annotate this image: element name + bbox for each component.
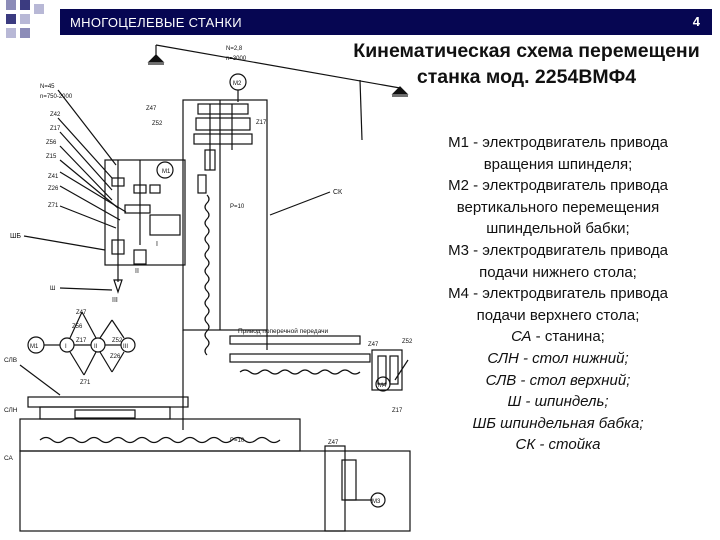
logo-squares-icon (6, 0, 44, 38)
legend-m4-line-2: подачи верхнего стола; (476, 306, 640, 324)
label-g-r3: III (123, 344, 128, 350)
label-z17-left: Z17 (50, 126, 61, 132)
label-p10-mid: P=10 (230, 204, 245, 210)
legend-ca: СА - станина; (408, 326, 708, 348)
gear-chain-graph (27, 311, 136, 376)
legend-sh: Ш - шпиндель; (408, 391, 708, 413)
label-n1-rpm: n=750-2000 (40, 94, 73, 100)
column-frame (182, 99, 268, 430)
legend-clv-code: СЛВ (485, 371, 517, 389)
label-g-z47: Z47 (76, 310, 87, 316)
legend-sk-text: - стойка (535, 436, 601, 454)
label-g-m1: М1 (30, 344, 39, 350)
label-n2-eq: N=2,8 (226, 46, 243, 52)
label-m4: М4 (378, 383, 387, 389)
page-number: 4 (692, 14, 700, 29)
legend-ca-text: - станина; (531, 328, 605, 346)
bed (19, 445, 411, 532)
legend-m2-line-2: вертикального перемещения (456, 198, 660, 216)
label-z52-top: Z52 (152, 121, 163, 127)
cross-feed-drive (229, 335, 409, 392)
legend-cln-code: СЛН (487, 349, 519, 367)
label-z56: Z56 (46, 140, 57, 146)
label-g-z17: Z17 (76, 338, 87, 344)
label-z47-right: Z47 (368, 342, 379, 348)
label-g-z71: Z71 (80, 380, 91, 386)
legend-cln-text: - стол нижний; (518, 349, 629, 367)
label-z17-right: Z17 (392, 408, 403, 414)
label-z15: Z15 (46, 154, 57, 160)
label-g-z26: Z26 (110, 354, 121, 360)
label-z42: Z42 (50, 112, 61, 118)
label-p10-low: P=10 (230, 438, 245, 444)
legend-sk: СК - стойка (408, 434, 708, 456)
vertical-lead-screw (204, 194, 210, 356)
legend-clv: СЛВ - стол верхний; (408, 370, 708, 392)
legend-m2-line-3: шпиндельной бабки; (486, 220, 630, 238)
legend-sh-text: - шпиндель; (521, 393, 609, 411)
legend-m1-line-1: М1 - электродвигатель привода (448, 134, 668, 151)
header-title: МНОГОЦЕЛЕВЫЕ СТАНКИ (70, 15, 242, 30)
lower-table (19, 418, 301, 452)
spindle-head (57, 89, 186, 294)
label-z17-top: Z17 (256, 120, 267, 126)
label-n2-rpm: n=3000 (226, 56, 247, 62)
slide-title-line-2: станка мод. 2254ВМФ4 (416, 66, 637, 88)
label-n1-eq: N=45 (40, 84, 55, 90)
top-lever (147, 44, 409, 141)
kinematic-diagram: М2 N=2,8 n=3000 Z47 Z52 Z17 P=10 СК (4, 44, 413, 532)
label-cln: СЛН (4, 407, 18, 414)
legend-shb-text: шпиндельная бабка; (496, 414, 644, 432)
label-g-z52: Z52 (112, 338, 123, 344)
label-g-r1: I (65, 344, 67, 350)
legend-ca-code: СА (511, 328, 532, 346)
label-z47-bot: Z47 (328, 440, 339, 446)
legend-m3-line-2: подачи нижнего стола; (479, 263, 637, 281)
label-sh: Ш (50, 286, 56, 292)
label-z47-top: Z47 (146, 106, 157, 112)
legend-m2-line-1: М2 - электродвигатель привода (448, 177, 668, 195)
legend-shb: ШБ шпиндельная бабка; (408, 413, 708, 435)
label-cross-feed: Привод поперечной передачи (238, 327, 329, 335)
label-ca: СА (4, 455, 14, 462)
label-shb: ШБ (10, 233, 21, 240)
label-m3: М3 (372, 499, 381, 505)
slide-title: Кинематическая схема перемещени станка м… (333, 38, 720, 90)
m2-motor-icon (229, 73, 247, 102)
header-bar: МНОГОЦЕЛЕВЫЕ СТАНКИ 4 (60, 9, 712, 35)
label-roman-3: III (112, 297, 118, 304)
label-roman-1: I (156, 241, 158, 248)
upper-table (19, 364, 189, 420)
legend-sk-code: СК (515, 436, 536, 454)
top-gearbox (193, 103, 253, 194)
label-ck: СК (333, 189, 343, 196)
legend-cln: СЛН - стол нижний; (408, 348, 708, 370)
legend-m3-line-1: М3 - электродвигатель привода (448, 241, 668, 259)
legend-clv-text: - стол верхний; (516, 371, 631, 389)
label-g-z56: Z56 (72, 324, 83, 330)
label-roman-2: II (135, 268, 139, 275)
label-clv: СЛВ (4, 357, 17, 364)
label-g-r2: II (94, 344, 98, 350)
legend-sh-code: Ш (507, 393, 522, 411)
legend-m1-line-2: вращения шпинделя; (483, 155, 633, 173)
slide-title-line-1: Кинематическая схема перемещени (353, 40, 700, 62)
legend-shb-code: ШБ (472, 414, 497, 432)
label-m1-top: М1 (162, 169, 171, 175)
legend: М1 - электродвигатель привода вращения ш… (408, 132, 708, 456)
label-m2: М2 (233, 81, 242, 87)
label-z71: Z71 (48, 203, 59, 209)
label-z52-right: Z52 (402, 339, 413, 345)
label-z26: Z26 (48, 186, 59, 192)
label-z41: Z41 (48, 174, 59, 180)
legend-m4-line-1: М4 - электродвигатель привода (448, 285, 668, 303)
